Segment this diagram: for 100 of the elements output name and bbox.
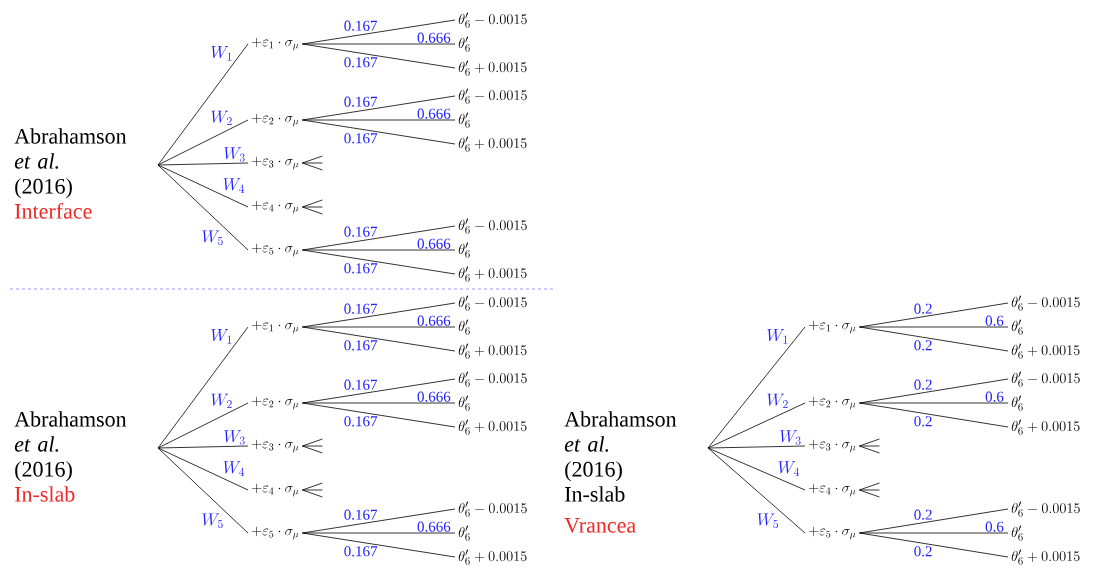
weight-label: $W_4$ [223, 461, 245, 476]
branch-label: $+\varepsilon_5 \cdot \sigma_\mu$ [252, 526, 299, 540]
branch-label: $+\varepsilon_2 \cdot \sigma_\mu$ [252, 396, 299, 410]
branch-line [302, 438, 323, 447]
weight-label: 0.167 [344, 20, 378, 31]
branch-line [302, 482, 323, 491]
weight-label: $W_5$ [202, 230, 223, 246]
branch-label: $+\varepsilon_4 \cdot \sigma_\mu$ [252, 200, 299, 214]
leaf-label: $\theta'_6$ [458, 112, 470, 128]
weight-label: $W_4$ [223, 178, 245, 193]
weight-label: $W_1$ [211, 46, 232, 61]
weight-label: $W_4$ [778, 461, 800, 476]
weight-label: $W_3$ [224, 147, 245, 162]
weight-label: 0.666 [417, 315, 451, 326]
weight-label: 0.2 [914, 340, 932, 351]
branch-line [859, 532, 1009, 534]
branch-line [157, 119, 249, 166]
branch-label: $+\varepsilon_3 \cdot \sigma_\mu$ [252, 156, 299, 170]
branch-line [302, 489, 323, 491]
branch-label: $+\varepsilon_4 \cdot \sigma_\mu$ [252, 483, 299, 497]
branch-line [302, 532, 456, 558]
leaf-label: $\theta'_6 + 0.0015$ [1011, 549, 1080, 565]
branch-line [157, 445, 249, 449]
leaf-label: $\theta'_6 - 0.0015$ [458, 295, 527, 311]
leaf-label: $\theta'_6 - 0.0015$ [458, 12, 527, 28]
weight-label: $W_5$ [202, 513, 223, 529]
weight-label: 0.6 [985, 315, 1004, 326]
branch-line [302, 119, 456, 121]
weight-label: $W_1$ [767, 329, 788, 344]
branch-line [302, 43, 456, 45]
leaf-label: $\theta'_6 - 0.0015$ [1011, 501, 1080, 517]
branch-line [859, 326, 1009, 352]
branch-line [302, 206, 323, 215]
weight-label: $W_2$ [767, 393, 788, 409]
weight-label: 0.666 [417, 391, 451, 402]
weight-label: $W_3$ [780, 430, 801, 445]
branch-line [302, 162, 323, 171]
weight-label: 0.6 [985, 391, 1004, 402]
branch-line [157, 402, 249, 449]
branch-line [302, 402, 456, 404]
branch-line [707, 326, 806, 449]
leaf-label: $\theta'_6 + 0.0015$ [1011, 419, 1080, 435]
branch-line [302, 326, 456, 328]
weight-label: 0.2 [914, 303, 932, 314]
weight-label: 0.167 [344, 379, 378, 390]
branch-line [859, 326, 1009, 328]
branch-line [302, 155, 323, 164]
weight-label: 0.2 [914, 416, 932, 427]
weight-label: 0.167 [344, 509, 378, 520]
weight-label: 0.666 [417, 32, 451, 43]
branch-line [157, 164, 249, 208]
leaf-label: $\theta'_6$ [1011, 525, 1023, 541]
leaf-label: $\theta'_6 - 0.0015$ [458, 88, 527, 104]
leaf-label: $\theta'_6$ [1011, 319, 1023, 335]
root-label: Abrahamson et al. (2016) In-slab [14, 411, 127, 502]
weight-label: $W_1$ [211, 329, 232, 344]
branch-line [157, 164, 249, 251]
branch-line [859, 445, 880, 447]
weight-label: 0.167 [344, 226, 378, 237]
branch-label: $+\varepsilon_1 \cdot \sigma_\mu$ [252, 320, 299, 334]
leaf-label: $\theta'_6$ [458, 242, 470, 258]
branch-line [302, 206, 323, 208]
weight-label: 0.6 [985, 521, 1004, 532]
branch-line [302, 445, 323, 447]
branch-label: $+\varepsilon_2 \cdot \sigma_\mu$ [809, 396, 856, 410]
weight-label: 0.167 [344, 57, 378, 68]
weight-label: 0.167 [344, 303, 378, 314]
weight-label: 0.666 [417, 238, 451, 249]
branch-line [157, 447, 249, 534]
branch-line [302, 402, 456, 428]
leaf-label: $\theta'_6$ [458, 525, 470, 541]
weight-label: $W_2$ [211, 393, 232, 409]
branch-line [302, 119, 456, 145]
branch-line [157, 326, 249, 449]
weight-label: $W_2$ [211, 110, 232, 126]
leaf-label: $\theta'_6$ [458, 319, 470, 335]
leaf-label: $\theta'_6$ [458, 395, 470, 411]
leaf-label: $\theta'_6$ [458, 36, 470, 52]
branch-line [302, 199, 323, 208]
leaf-label: $\theta'_6 + 0.0015$ [458, 419, 527, 435]
branch-line [859, 489, 880, 491]
branch-line [707, 445, 806, 449]
branch-label: $+\varepsilon_5 \cdot \sigma_\mu$ [809, 526, 856, 540]
branch-line [707, 447, 806, 491]
branch-line [302, 489, 323, 498]
branch-line [859, 402, 1009, 428]
leaf-label: $\theta'_6 + 0.0015$ [458, 343, 527, 359]
weight-label: 0.167 [344, 263, 378, 274]
branch-line [707, 447, 806, 534]
weight-label: 0.2 [914, 509, 932, 520]
branch-line [302, 326, 456, 352]
branch-line [302, 445, 323, 454]
branch-label: $+\varepsilon_3 \cdot \sigma_\mu$ [252, 439, 299, 453]
leaf-label: $\theta'_6 + 0.0015$ [458, 60, 527, 76]
branch-line [157, 43, 249, 166]
branch-line [859, 445, 880, 454]
leaf-label: $\theta'_6 + 0.0015$ [458, 266, 527, 282]
branch-line [707, 402, 806, 449]
leaf-label: $\theta'_6 - 0.0015$ [458, 501, 527, 517]
weight-label: 0.167 [344, 96, 378, 107]
